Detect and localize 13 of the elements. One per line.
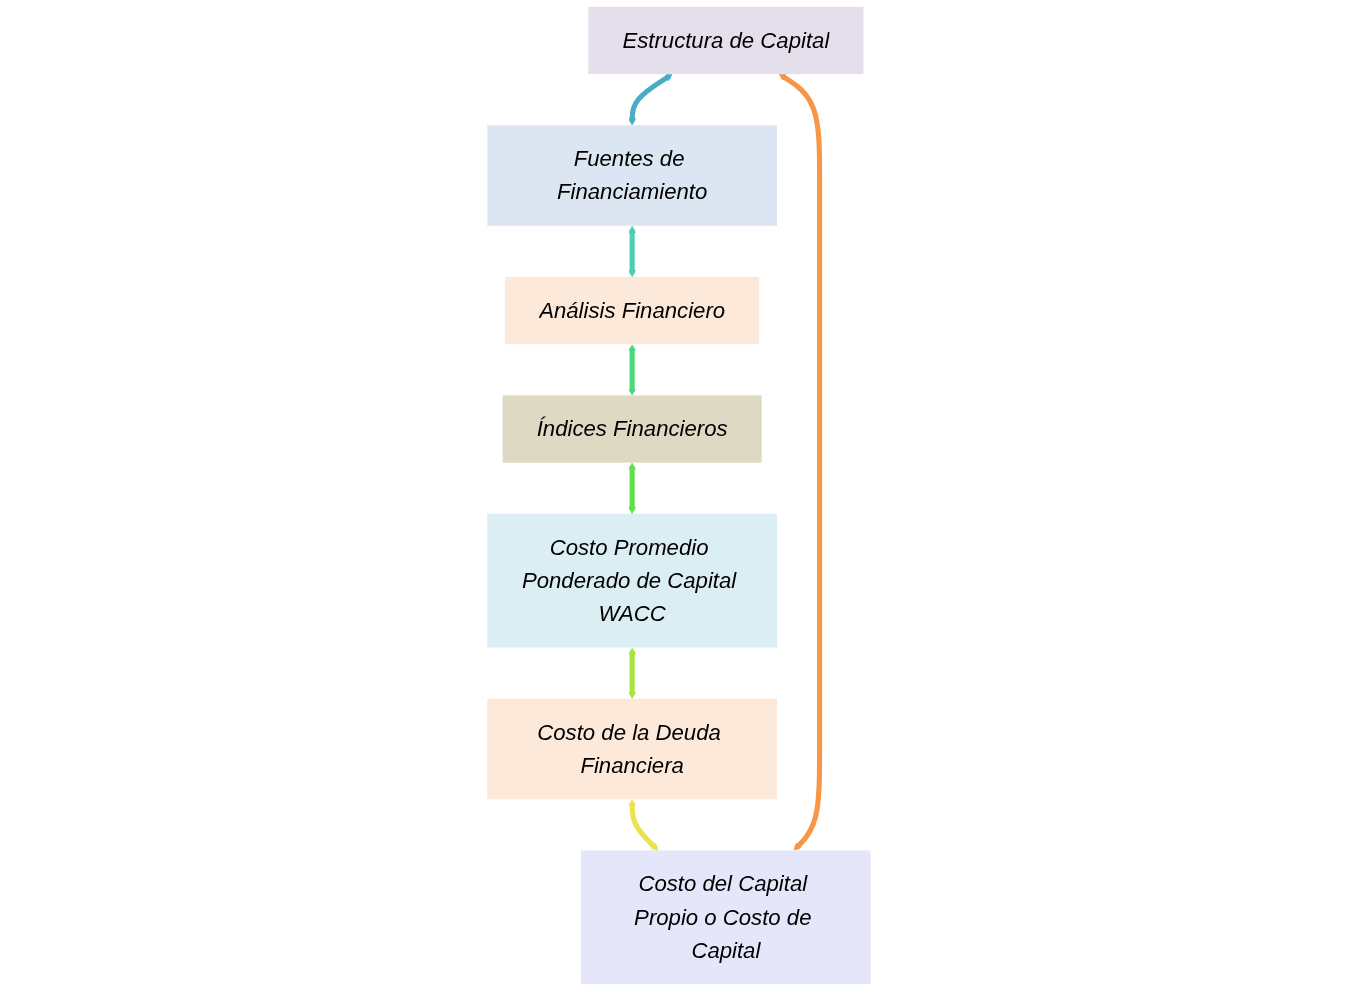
node-box: Fuentes de Financiamiento <box>486 125 777 226</box>
node-box: Costo de la Deuda Financiera <box>486 698 777 800</box>
node-box: Estructura de Capital <box>587 6 863 75</box>
arrow <box>627 799 658 851</box>
node-box: Costo Promedio Ponderado de Capital WACC <box>486 513 777 648</box>
arrow <box>627 647 636 700</box>
arrow <box>627 73 673 126</box>
node-box: Costo del Capital Propio o Costo de Capital <box>580 850 871 985</box>
node-box: Índices Financieros <box>502 395 762 463</box>
arrow <box>778 73 822 851</box>
arrow <box>627 462 636 515</box>
arrow <box>627 225 636 278</box>
arrow <box>627 344 636 396</box>
